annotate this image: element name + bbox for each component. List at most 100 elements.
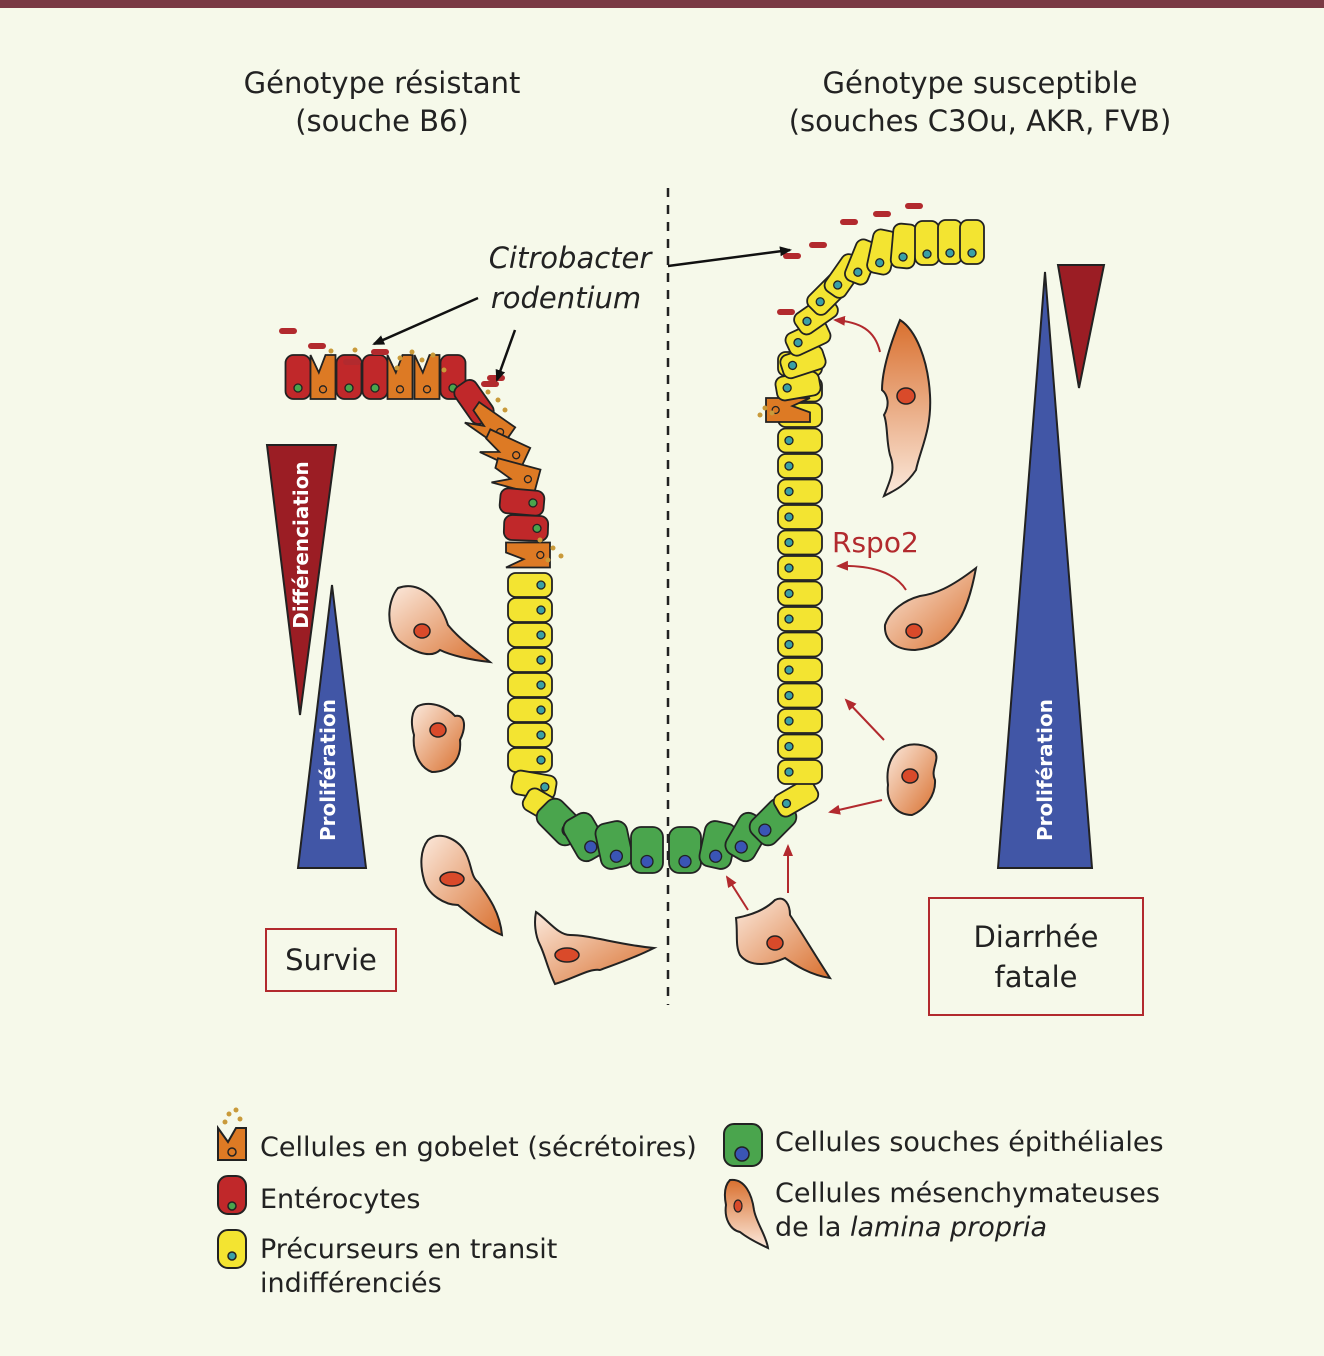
epithelial-cell-precursor <box>507 697 553 723</box>
proliferation-label-left: Prolifération <box>316 699 340 841</box>
epithelial-cell-stem <box>594 820 634 870</box>
signal-arrow <box>844 698 885 741</box>
pathogen-arrow-left-2 <box>495 329 517 382</box>
epithelial-cell-stem <box>630 826 664 874</box>
granule <box>352 347 358 353</box>
epithelial-cell-goblet <box>386 354 414 400</box>
epithelial-cell-precursor <box>772 778 820 818</box>
bacterium <box>308 343 326 349</box>
epithelial-cell-precursor <box>777 606 823 632</box>
pathogen-arrow-right <box>667 246 792 268</box>
bacterium <box>371 349 389 355</box>
survival-label: Survie <box>285 943 377 977</box>
legend-precursor-line2: indifférenciés <box>260 1268 442 1299</box>
granule <box>502 407 508 413</box>
epithelial-cell-goblet <box>505 541 551 569</box>
legend-mesenchymal-line2: de la lamina propria <box>775 1211 1160 1245</box>
epithelial-cell-precursor <box>889 222 919 270</box>
bacteria-group <box>279 203 923 387</box>
outcome-survival: Survie <box>265 928 397 992</box>
legend-goblet-text: Cellules en gobelet (sécrétoires) <box>260 1132 697 1163</box>
top-accent-bar <box>0 0 1324 8</box>
pathogen-label-line2: rodentium <box>491 281 641 315</box>
epithelial-cell-precursor <box>959 219 985 265</box>
legend-enterocyte-text: Entérocytes <box>260 1184 421 1215</box>
granule <box>558 553 564 559</box>
epithelial-cell-enterocyte <box>498 487 546 517</box>
legend-mesenchymal-text: Cellules mésenchymateuses de la lamina p… <box>775 1177 1160 1245</box>
epithelial-cell-precursor <box>777 759 823 785</box>
mesenchymal-cell <box>886 743 938 817</box>
granule <box>409 349 415 355</box>
fatal-diarrhea-line2: fatale <box>994 959 1078 994</box>
proliferation-label-right: Prolifération <box>1033 699 1057 841</box>
legend-enterocyte-icon <box>217 1175 247 1215</box>
bacterium <box>481 381 499 387</box>
bacterium <box>840 219 858 225</box>
epithelial-cell-stem <box>562 811 608 863</box>
legend-precursor-text: Précurseurs en transit indifférenciés <box>260 1233 557 1301</box>
epithelial-cell-precursor <box>507 747 553 773</box>
epithelial-cell-precursor <box>777 580 823 607</box>
epithelial-cell-precursor <box>777 478 823 505</box>
mesenchymal-cell <box>534 910 658 986</box>
epithelial-cell-precursor <box>777 555 823 581</box>
proliferation-gradient-right <box>996 271 1094 869</box>
granule <box>537 537 543 543</box>
epithelial-cell-goblet <box>309 354 337 400</box>
epithelial-cell-precursor <box>777 504 823 530</box>
granule <box>397 355 403 361</box>
bacterium <box>279 328 297 334</box>
resistant-strain-label: (souche B6) <box>295 104 469 138</box>
epithelium <box>284 219 985 874</box>
susceptible-strain-label: (souches C3Ou, AKR, FVB) <box>788 104 1172 138</box>
granule <box>328 348 334 354</box>
legend-precursor-line1: Précurseurs en transit <box>260 1234 558 1265</box>
epithelial-cell-precursor <box>777 733 823 760</box>
mesenchymal-cell <box>734 897 833 980</box>
epithelial-cell-enterocyte <box>361 354 389 400</box>
epithelial-cell-precursor <box>507 572 553 598</box>
granule <box>394 365 400 371</box>
legend-mesenchymal-italic: lamina propria <box>849 1212 1048 1243</box>
granule <box>495 397 501 403</box>
legend-precursor-icon <box>217 1229 247 1269</box>
mesenchymal-cell <box>420 834 504 937</box>
differentiation-gradient <box>265 444 338 716</box>
epithelial-cell-precursor <box>777 682 823 709</box>
legend-stem-icon <box>723 1123 763 1167</box>
bacterium <box>873 211 891 217</box>
differentiation-gradient-right <box>1056 264 1106 389</box>
mesenchymal-cell <box>883 565 978 652</box>
susceptible-genotype-title: Génotype susceptible (souches C3Ou, AKR,… <box>770 64 1190 140</box>
epithelial-cell-precursor <box>777 631 823 658</box>
epithelial-cell-stem <box>668 826 702 874</box>
signal-arrow <box>836 560 907 591</box>
granule <box>545 557 551 563</box>
epithelial-cell-goblet <box>765 397 811 423</box>
granule <box>485 389 491 395</box>
granule <box>769 410 775 416</box>
epithelial-cell-precursor <box>777 427 823 454</box>
epithelial-cell-precursor <box>507 647 553 673</box>
pathogen-arrow-left-1 <box>372 296 479 346</box>
legend-stem-text: Cellules souches épithéliales <box>775 1127 1164 1158</box>
epithelial-cell-precursor <box>777 529 823 556</box>
bacterium <box>343 359 361 365</box>
epithelial-cell-precursor <box>937 219 963 265</box>
susceptible-genotype-label: Génotype susceptible <box>822 66 1138 100</box>
bacterium <box>783 253 801 259</box>
bacterium <box>777 309 795 315</box>
signal-arrow <box>833 315 881 353</box>
epithelial-cell-precursor <box>777 657 823 683</box>
granule <box>757 412 763 418</box>
epithelial-cell-precursor <box>507 597 553 623</box>
bacterium <box>905 203 923 209</box>
mesenchymal-cell <box>410 702 465 774</box>
granule <box>550 545 556 551</box>
epithelial-cell-precursor <box>507 672 553 698</box>
legend-mesenchymal-line1: Cellules mésenchymateuses <box>775 1178 1160 1209</box>
epithelial-cell-enterocyte <box>335 354 363 400</box>
